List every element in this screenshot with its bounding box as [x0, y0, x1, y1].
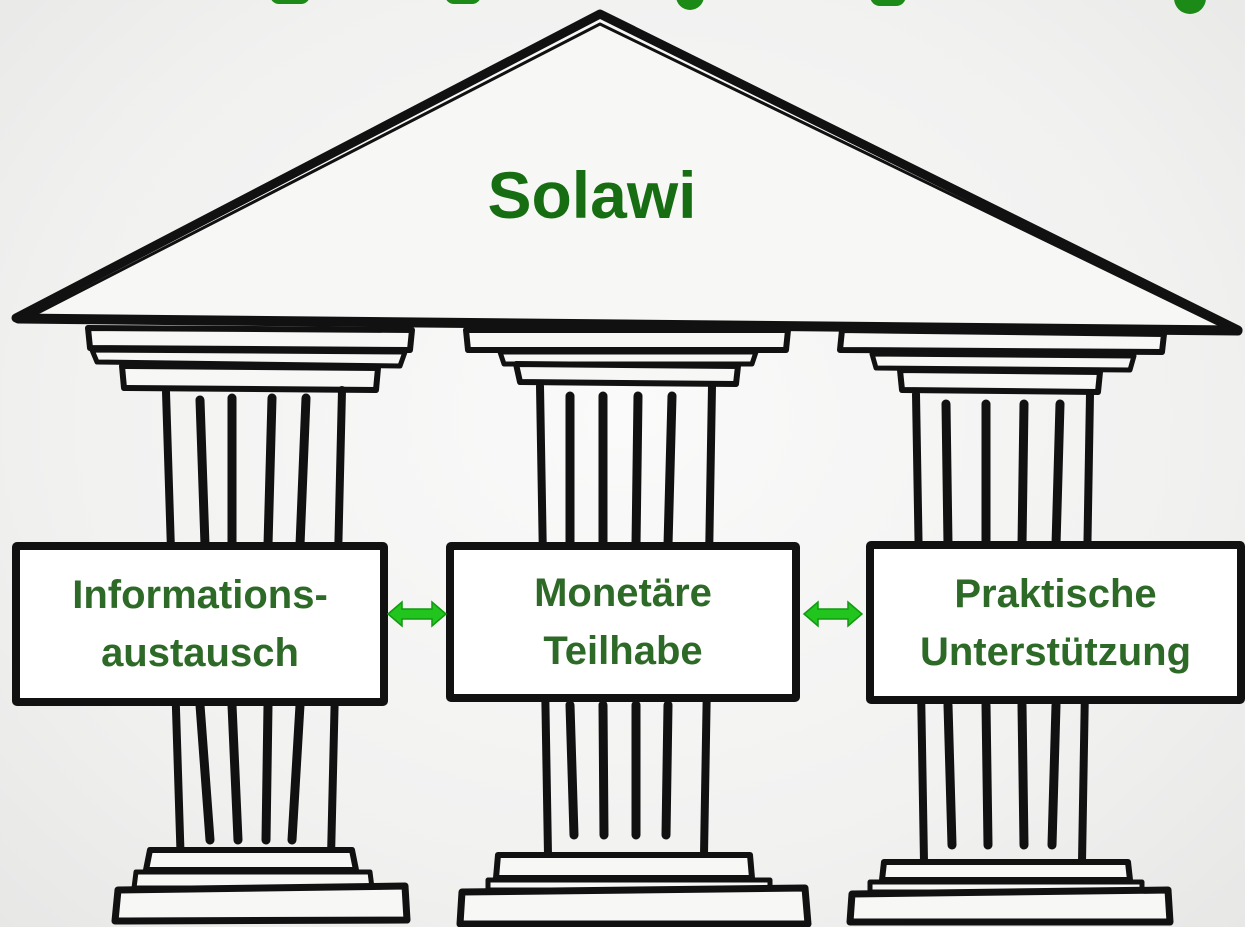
pillar-information-exchange: Informations- austausch — [12, 542, 388, 706]
diagram-title: Solawi — [487, 158, 697, 232]
middle-pillar-drawing — [456, 327, 812, 927]
pillar-label-line2: Teilhabe — [543, 629, 703, 673]
clipped-heading-fragment — [271, 0, 1206, 14]
bidirectional-arrow-1 — [386, 600, 448, 628]
pillar-label-line2: Unterstützung — [919, 629, 1192, 674]
pillar-label-line2: austausch — [101, 631, 299, 675]
right-pillar-drawing — [837, 327, 1174, 926]
pillar-label-line1: Monetäre — [534, 571, 712, 615]
pillar-monetary-participation: Monetäre Teilhabe — [446, 542, 800, 702]
pillar-practical-support: Praktische Unterstützung — [866, 541, 1245, 704]
bidirectional-arrow-2 — [802, 600, 864, 628]
pillar-label-line1: Praktische — [954, 571, 1157, 616]
pillar-label-line1: Informations- — [72, 573, 328, 617]
left-pillar-drawing — [85, 325, 415, 925]
